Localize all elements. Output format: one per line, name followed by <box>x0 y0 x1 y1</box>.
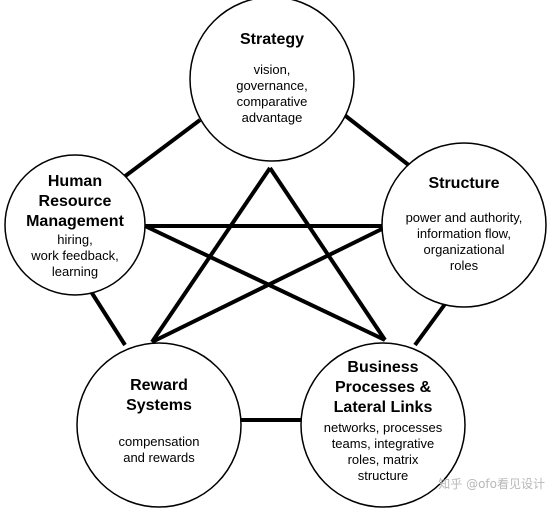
reward-circle <box>76 342 242 508</box>
reward-description: compensation and rewards <box>118 434 200 465</box>
business-description: networks, processes teams, integrative r… <box>323 420 443 483</box>
connector-strategy-structure <box>336 108 417 172</box>
hr-title: Human Resource Management <box>26 173 124 230</box>
connector-hr-reward <box>88 288 127 347</box>
structure-description: power and authority, information flow, o… <box>405 210 523 273</box>
structure-node: Structure power and authority, informati… <box>384 174 544 274</box>
hr-description: hiring, work feedback, learning <box>31 232 119 279</box>
strategy-description: vision, governance, comparative advantag… <box>236 62 308 125</box>
connector-strategy-hr <box>118 118 202 182</box>
connector-structure-business <box>413 298 450 347</box>
business-title: Business Processes & Lateral Links <box>333 359 433 416</box>
connector-strategy-reward <box>150 166 272 344</box>
hr-circle <box>4 154 146 296</box>
reward-node: Reward Systems compensation and rewards <box>79 376 239 466</box>
connector-structure-reward <box>151 224 389 344</box>
business-node: Business Processes & Lateral Links netwo… <box>303 358 463 484</box>
strategy-circle <box>189 0 355 162</box>
reward-title: Reward Systems <box>126 377 192 414</box>
strategy-node: Strategy vision, governance, comparative… <box>192 30 352 126</box>
watermark-text: 知乎 @ofo看见设计 <box>438 477 545 491</box>
structure-circle <box>381 142 547 308</box>
hr-node: Human Resource Management hiring, work f… <box>5 172 145 280</box>
strategy-title: Strategy <box>239 31 305 48</box>
business-circle <box>300 342 466 508</box>
connector-hr-business <box>144 224 386 342</box>
structure-title: Structure <box>428 175 500 192</box>
